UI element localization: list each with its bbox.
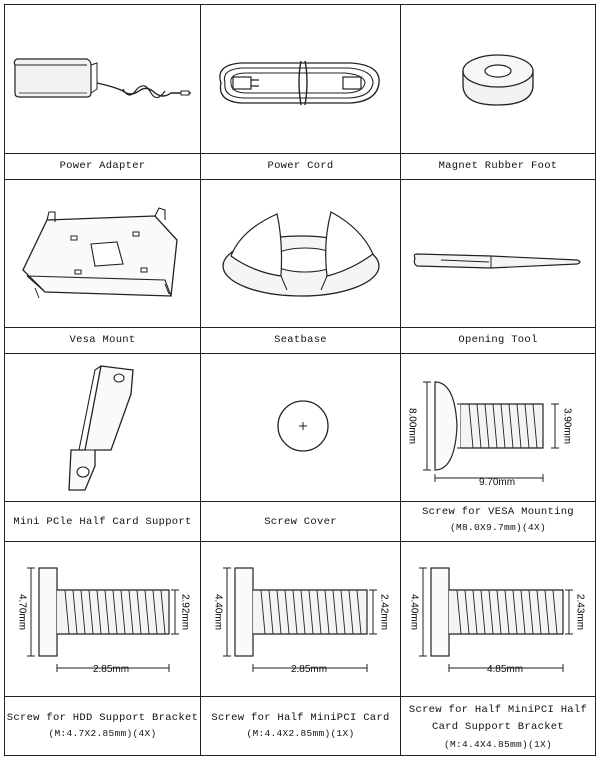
minipci-screw-drawing: 4.40mm 2.42mm 2.85mm (212, 567, 389, 675)
column-divider (400, 5, 401, 755)
magnet-rubber-foot-image-cell (401, 5, 595, 153)
column-divider (200, 5, 201, 755)
length-label: 4.85mm (487, 664, 523, 675)
length-label: 9.70mm (479, 477, 515, 488)
thread-diameter-label: 2.43mm (574, 594, 585, 630)
row-divider (5, 179, 595, 180)
minipci-bracket-screw-drawing: 4.40mm 2.43mm 4.85mm (408, 567, 585, 675)
mini-pcie-support-icon (68, 365, 134, 491)
item-spec: (M8.0X9.7mm)(4X) (449, 522, 546, 533)
vesa-mount-icon (22, 207, 178, 299)
item-label: Magnet Rubber Foot (438, 160, 558, 172)
seatbase-icon (222, 211, 380, 297)
item-label: Screw for HDD Support Bracket (M:4.7X2.8… (5, 711, 200, 741)
power-cord-icon (219, 60, 380, 106)
thread-diameter-label: 2.42mm (378, 594, 389, 630)
power-adapter-icon (13, 58, 191, 99)
item-label: Screw for Half MiniPCI Half Card Support… (407, 702, 589, 753)
length-label: 2.85mm (93, 664, 129, 675)
head-diameter-label: 4.40mm (212, 594, 223, 630)
item-title: Screw for Half MiniPCI Half Card Support… (408, 704, 588, 733)
mini-pcie-support-image-cell (5, 354, 200, 501)
opening-tool-image-cell (401, 180, 595, 327)
accessory-table: Power Adapter Power Cord Magnet Rubber F… (4, 4, 596, 756)
minipci-bracket-screw-image-cell: 4.40mm 2.43mm 4.85mm (401, 542, 595, 696)
row-divider (5, 501, 595, 502)
item-label: Mini PCle Half Card Support (13, 516, 192, 528)
head-diameter-label: 8.00mm (406, 408, 417, 444)
item-label: Power Adapter (59, 160, 146, 172)
item-label: Screw Cover (264, 516, 337, 528)
row-divider (5, 327, 595, 328)
head-diameter-label: 4.40mm (408, 594, 419, 630)
item-label: Vesa Mount (69, 334, 136, 346)
seatbase-image-cell (201, 180, 400, 327)
screw-cover-image-cell (201, 354, 400, 501)
vesa-screw-drawing: 8.00mm 3.90mm 9.70mm (406, 381, 572, 488)
thread-diameter-label: 3.90mm (561, 408, 572, 444)
item-label: Screw for Half MiniPCI Card (M:4.4X2.85m… (201, 711, 400, 741)
item-label: Seatbase (274, 334, 327, 346)
row-divider (5, 353, 595, 354)
item-label: Opening Tool (458, 334, 538, 346)
item-title: Screw for HDD Support Bracket (6, 712, 199, 724)
item-title: Screw for VESA Mounting (422, 506, 574, 518)
item-spec: (M:4.4X2.85mm)(1X) (246, 728, 355, 739)
length-label: 2.85mm (291, 664, 327, 675)
row-divider (5, 541, 595, 542)
head-diameter-label: 4.70mm (16, 594, 27, 630)
vesa-screw-image-cell: 8.00mm 3.90mm 9.70mm (401, 354, 595, 501)
opening-tool-icon (413, 253, 581, 269)
item-spec: (M:4.4X4.85mm)(1X) (443, 739, 553, 750)
item-label: Power Cord (267, 160, 334, 172)
magnet-rubber-foot-icon (462, 54, 534, 106)
screw-cover-icon (277, 400, 329, 452)
hdd-screw-image-cell: 4.70mm 2.92mm 2.85mm (5, 542, 200, 696)
power-cord-image-cell (201, 5, 400, 153)
item-spec: (M:4.7X2.85mm)(4X) (48, 728, 157, 739)
thread-diameter-label: 2.92mm (179, 594, 190, 630)
row-divider (5, 153, 595, 154)
hdd-screw-drawing: 4.70mm 2.92mm 2.85mm (16, 567, 190, 675)
row-divider (5, 696, 595, 697)
item-label: Screw for VESA Mounting (M8.0X9.7mm)(4X) (401, 505, 595, 535)
minipci-screw-image-cell: 4.40mm 2.42mm 2.85mm (201, 542, 400, 696)
vesa-mount-image-cell (5, 180, 200, 327)
item-title: Screw for Half MiniPCI Card (211, 712, 390, 724)
power-adapter-image-cell (5, 5, 200, 153)
